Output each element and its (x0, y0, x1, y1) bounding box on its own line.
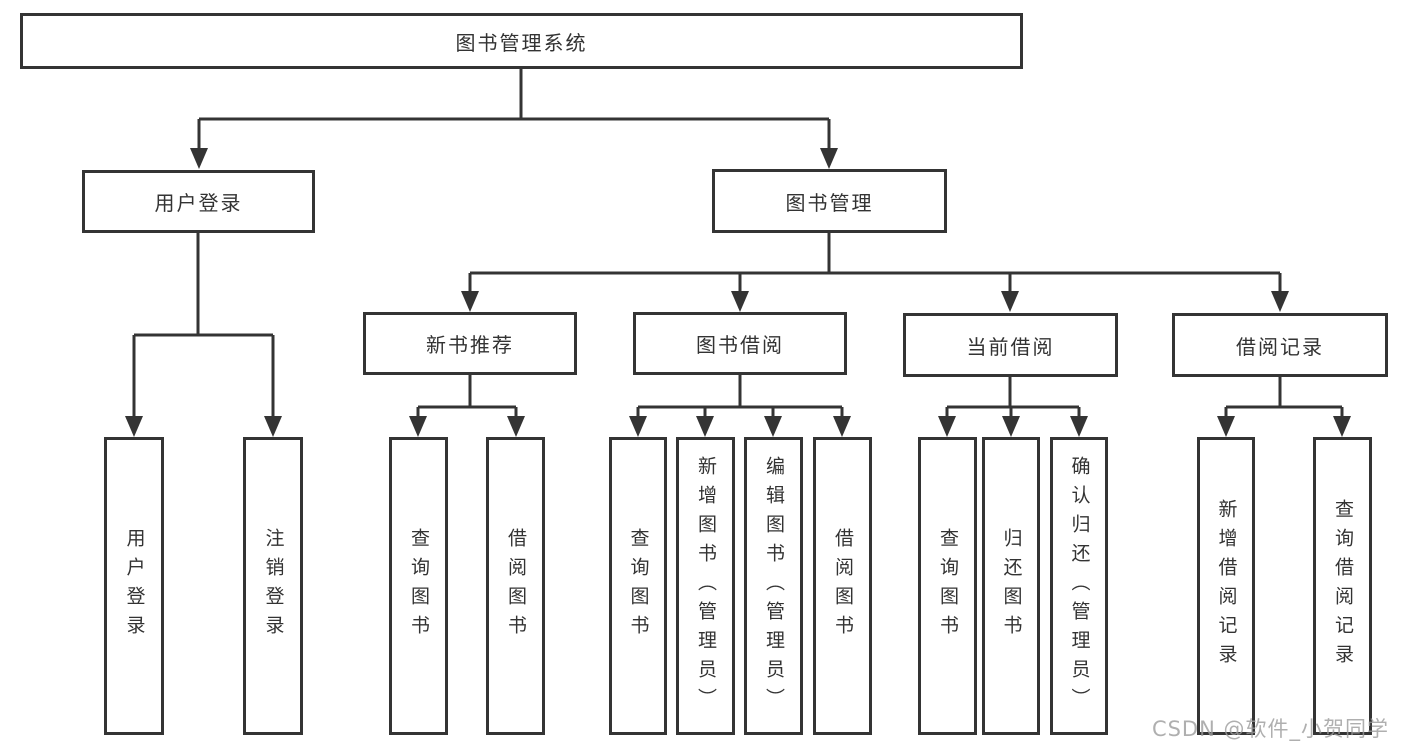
node-book-borrowing: 图书借阅 (633, 312, 847, 375)
node-new-book-recommend: 新书推荐 (363, 312, 577, 375)
node-borrow-books-1: 借阅图书 (486, 437, 545, 735)
node-return-book-label: 归还图书 (1000, 528, 1023, 644)
node-borrowing-records-label: 借阅记录 (1236, 334, 1324, 359)
node-query-borrow-record: 查询借阅记录 (1313, 437, 1372, 735)
node-query-books-3-label: 查询图书 (937, 528, 959, 644)
node-query-books-2: 查询图书 (609, 437, 667, 735)
watermark: CSDN @软件_小贺同学 (1151, 717, 1389, 741)
node-user-login-group: 用户登录 (82, 170, 315, 233)
node-add-book-admin: 新增图书（管理员） (676, 437, 735, 735)
node-borrow-books-1-label: 借阅图书 (505, 528, 527, 644)
node-add-book-admin-label: 新增图书（管理员） (695, 455, 717, 717)
node-query-borrow-record-label: 查询借阅记录 (1332, 499, 1354, 673)
node-logout-label: 注销登录 (262, 528, 285, 644)
node-library-system: 图书管理系统 (20, 13, 1023, 69)
node-user-login: 用户登录 (104, 437, 164, 735)
node-add-borrow-record: 新增借阅记录 (1197, 437, 1255, 735)
node-new-book-recommend-label: 新书推荐 (426, 333, 514, 357)
node-logout: 注销登录 (243, 437, 303, 735)
node-book-borrowing-label: 图书借阅 (696, 333, 784, 357)
node-current-borrowing-label: 当前借阅 (966, 334, 1055, 359)
node-query-books-1: 查询图书 (389, 437, 448, 735)
node-edit-book-admin-label: 编辑图书（管理员） (763, 455, 785, 717)
node-query-books-2-label: 查询图书 (627, 528, 650, 644)
node-book-management-label: 图书管理 (785, 190, 874, 215)
node-confirm-return-admin: 确认归还（管理员） (1050, 437, 1108, 735)
node-edit-book-admin: 编辑图书（管理员） (744, 437, 803, 735)
node-book-management: 图书管理 (712, 169, 947, 233)
node-return-book: 归还图书 (982, 437, 1040, 735)
node-query-books-3: 查询图书 (918, 437, 977, 735)
node-confirm-return-admin-label: 确认归还（管理员） (1068, 455, 1091, 717)
node-query-books-1-label: 查询图书 (408, 528, 430, 644)
node-borrowing-records: 借阅记录 (1172, 313, 1388, 377)
node-borrow-books-2-label: 借阅图书 (832, 528, 854, 644)
node-user-login-label: 用户登录 (123, 528, 146, 644)
node-borrow-books-2: 借阅图书 (813, 437, 872, 735)
node-library-system-label: 图书管理系统 (455, 30, 588, 55)
node-add-borrow-record-label: 新增借阅记录 (1215, 499, 1238, 673)
node-current-borrowing: 当前借阅 (903, 313, 1118, 377)
node-user-login-group-label: 用户登录 (154, 191, 243, 215)
